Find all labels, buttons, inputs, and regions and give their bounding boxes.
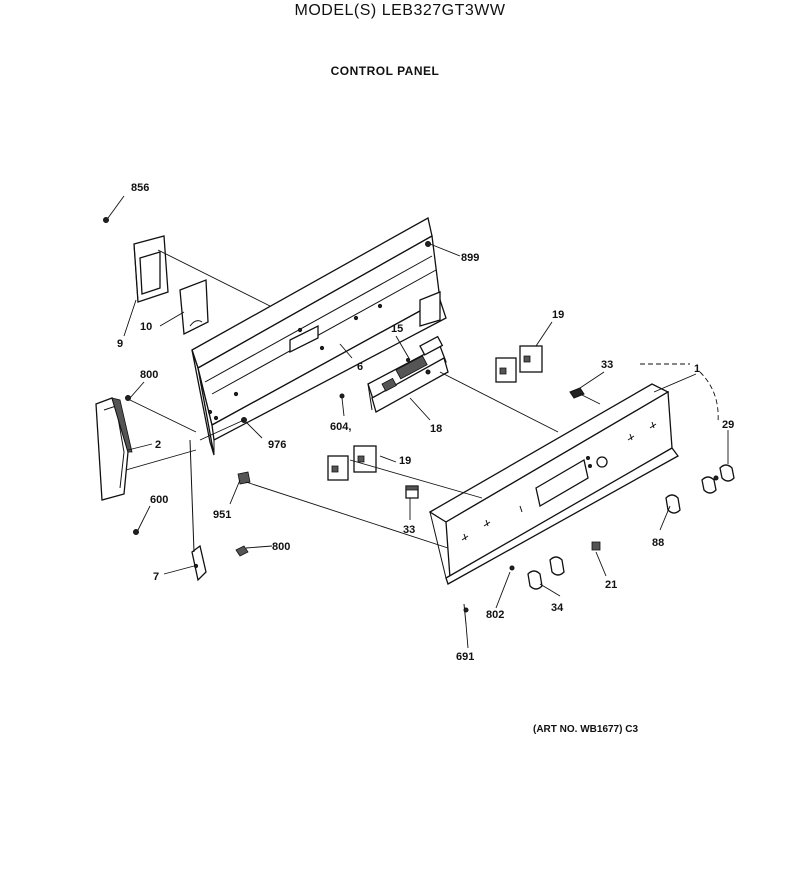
left-bracket-part (133, 235, 169, 303)
callout-33-lower: 33 (403, 524, 415, 536)
art-number: (ART NO. WB1677) C3 (533, 724, 639, 735)
knob-part (527, 464, 735, 590)
callout-88: 88 (652, 537, 664, 549)
leader-lines (107, 195, 729, 649)
callout-19-lower: 19 (399, 455, 411, 467)
callout-800-upper: 800 (140, 369, 158, 381)
control-board-part (367, 335, 449, 413)
clip-part (405, 387, 585, 499)
callout-15: 15 (391, 323, 403, 335)
callout-18: 18 (430, 423, 442, 435)
callout-691: 691 (456, 651, 474, 663)
back-panel-part (191, 217, 447, 456)
infinite-switch-part (327, 445, 377, 481)
section-title: CONTROL PANEL (330, 64, 440, 78)
assembly-guide-lines (125, 249, 719, 549)
callout-33-upper: 33 (601, 359, 613, 371)
callout-899: 899 (461, 252, 479, 264)
screws-part (103, 217, 719, 625)
callout-10: 10 (140, 321, 152, 333)
callout-6: 6 (357, 361, 363, 373)
end-cap-part (95, 397, 133, 501)
callout-7: 7 (153, 571, 159, 583)
callout-21: 21 (605, 579, 617, 591)
callout-34: 34 (551, 602, 564, 614)
callout-1: 1 (694, 363, 700, 375)
callout-951: 951 (213, 509, 231, 521)
infinite-switch-part (495, 345, 543, 383)
bottom-bracket-part (189, 439, 207, 582)
callout-19-upper: 19 (552, 309, 564, 321)
callout-2: 2 (155, 439, 161, 451)
callout-604: 604, (330, 421, 351, 433)
callout-9: 9 (117, 338, 123, 350)
callout-976: 976 (268, 439, 286, 451)
page-title: MODEL(S) LEB327GT3WW (294, 2, 506, 19)
callout-856: 856 (131, 182, 149, 194)
callout-802: 802 (486, 609, 504, 621)
callout-600: 600 (150, 494, 168, 506)
bracket-clip-part (179, 279, 209, 336)
control-panel-part (428, 383, 679, 585)
callout-800-lower: 800 (272, 541, 290, 553)
callout-29: 29 (722, 419, 734, 431)
